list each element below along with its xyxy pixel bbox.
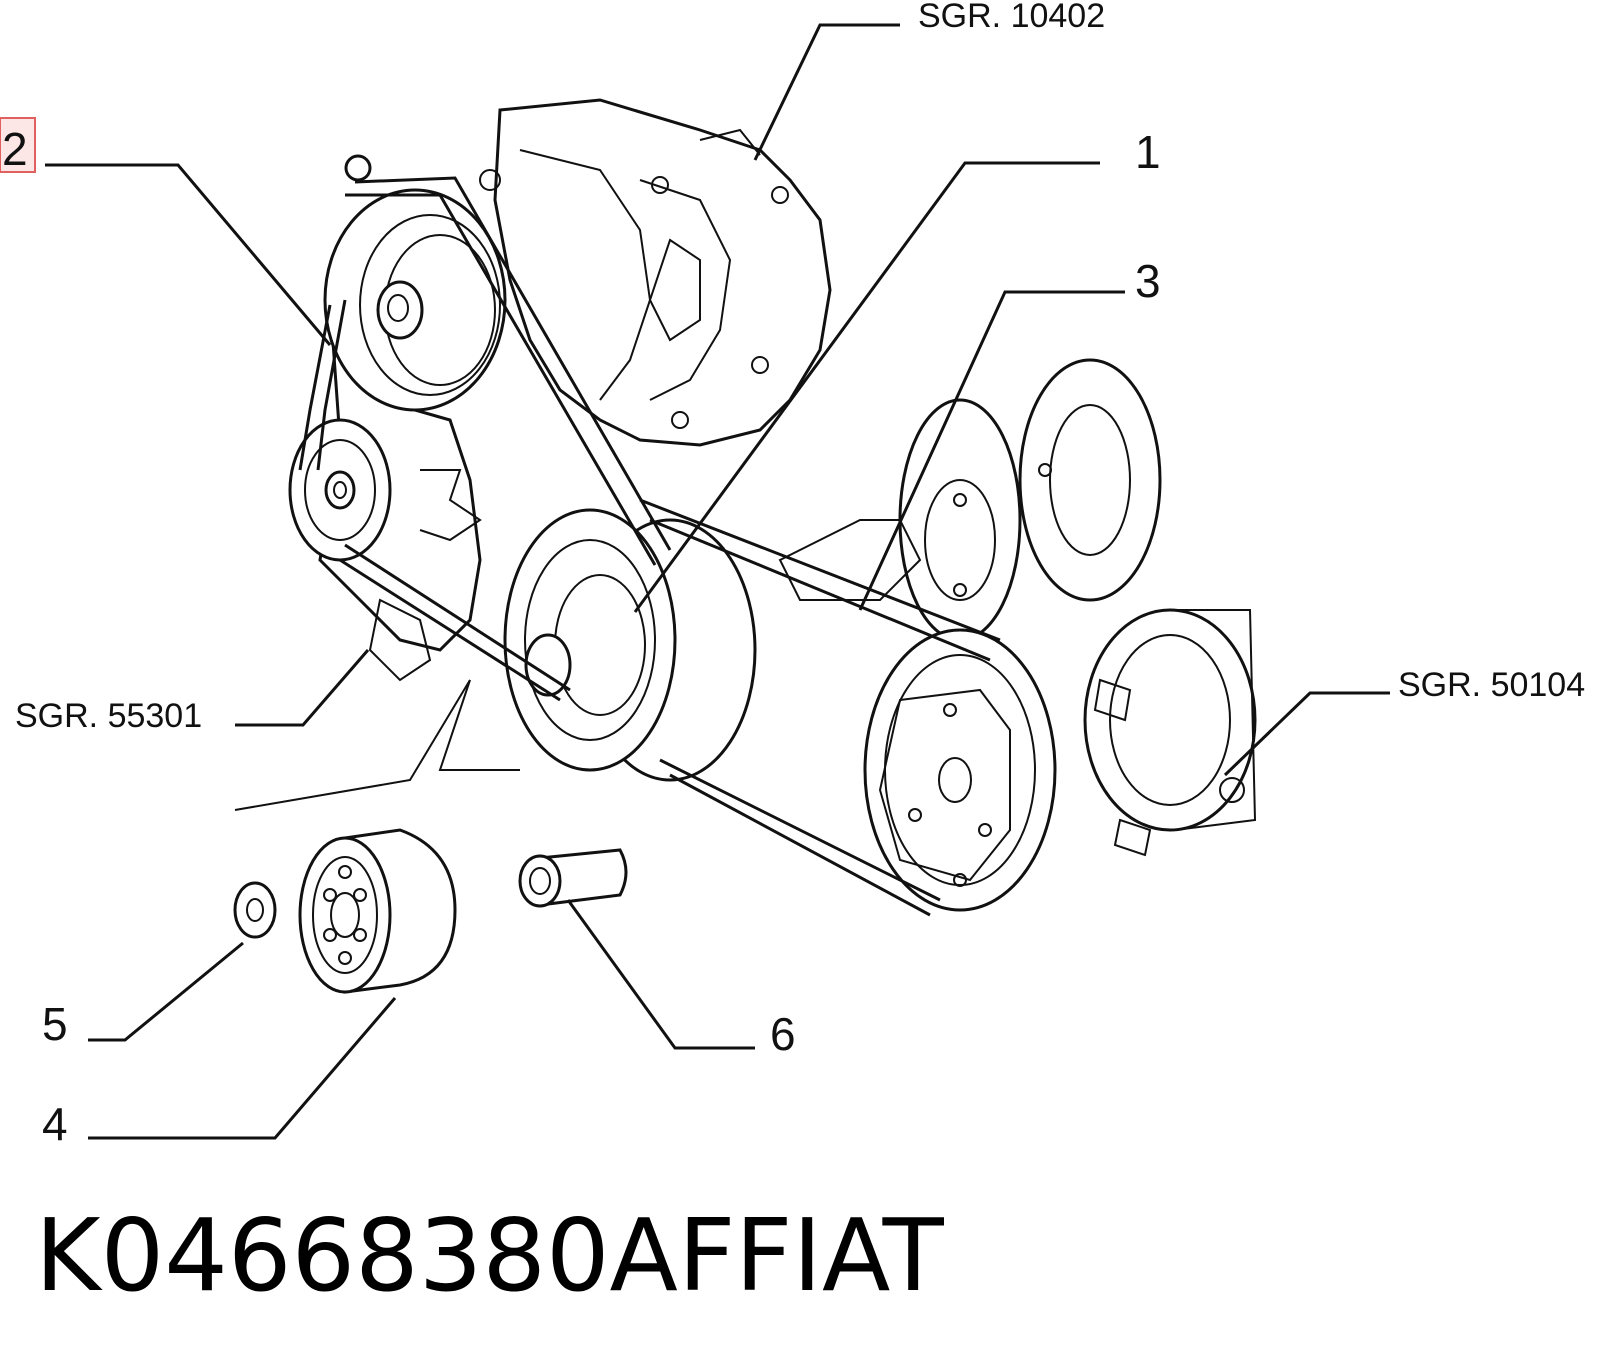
engine-housing xyxy=(493,98,832,447)
exploded-view-separator xyxy=(438,679,520,771)
part-number: K04668380AF xyxy=(35,1197,736,1314)
leader-3 xyxy=(858,290,1125,611)
crank-pulley xyxy=(503,508,757,782)
idler-pulley-bearing xyxy=(298,828,457,994)
leader-2 xyxy=(45,163,332,346)
leader-6 xyxy=(566,899,755,1050)
tensioner-pulley xyxy=(288,418,392,562)
v-belt xyxy=(298,176,672,702)
ref-sgr-50104[interactable]: SGR. 50104 xyxy=(1398,666,1585,704)
callout-1[interactable]: 1 xyxy=(1135,126,1161,178)
leader-5 xyxy=(88,941,244,1042)
ref-sgr-55301[interactable]: SGR. 55301 xyxy=(15,697,202,735)
leader-1 xyxy=(633,161,1100,613)
upper-pulley xyxy=(323,154,507,412)
brand-name: FIAT xyxy=(735,1197,945,1314)
leader-sgr-55301 xyxy=(235,649,370,727)
ref-sgr-10402[interactable]: SGR. 10402 xyxy=(918,0,1105,35)
callout-2[interactable]: 2 xyxy=(2,123,28,175)
leader-lines xyxy=(45,23,1390,1140)
callout-6[interactable]: 6 xyxy=(770,1008,796,1060)
ac-compressor xyxy=(1083,608,1257,857)
callout-2-highlight xyxy=(0,117,36,173)
callout-3[interactable]: 3 xyxy=(1135,255,1161,307)
washer xyxy=(233,881,277,939)
leader-sgr-50104 xyxy=(1223,691,1390,777)
bolt xyxy=(518,848,628,908)
leader-4 xyxy=(88,997,397,1140)
exploded-view-outline xyxy=(234,679,471,811)
leader-sgr-10402 xyxy=(753,23,900,161)
callout-5[interactable]: 5 xyxy=(42,998,68,1050)
callout-4[interactable]: 4 xyxy=(42,1098,68,1150)
compressor-pulley xyxy=(863,628,1057,912)
